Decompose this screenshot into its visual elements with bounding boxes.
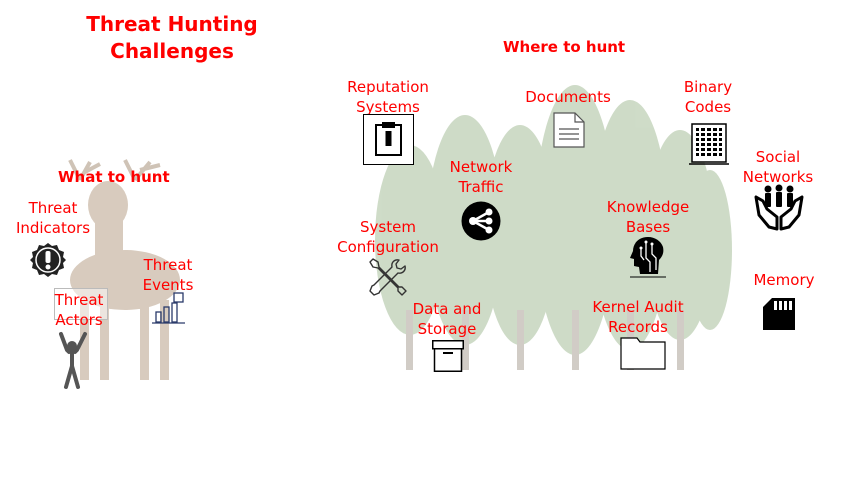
knowledge-bases-label: Knowledge Bases <box>606 198 690 236</box>
archive-box-icon <box>432 340 464 372</box>
deer-background <box>68 159 180 380</box>
clipboard-badge-icon <box>363 114 414 165</box>
network-traffic-label: Network Traffic <box>449 158 513 196</box>
threat-events-label: Threat Events <box>142 256 194 294</box>
exclamation-badge-icon <box>30 243 66 277</box>
memory-label: Memory <box>753 271 815 289</box>
head-circuit-icon <box>630 237 666 278</box>
document-icon <box>553 112 585 148</box>
page-title-line2: Challenges <box>110 39 234 63</box>
system-configuration-label: System Configuration <box>337 218 439 256</box>
threat-actors-frame <box>54 288 108 320</box>
documents-label: Documents <box>525 88 611 106</box>
data-and-storage-label: Data and Storage <box>412 300 482 338</box>
tools-icon <box>369 258 407 296</box>
social-networks-label: Social Networks <box>742 148 814 186</box>
binary-codes-label: Binary Codes <box>683 78 733 116</box>
page-title-line1: Threat Hunting <box>86 12 258 36</box>
threat-indicators-label: Threat Indicators <box>15 199 91 237</box>
folder-icon <box>620 337 666 370</box>
binary-code-icon <box>689 123 729 165</box>
hands-people-icon <box>754 184 804 231</box>
memory-card-icon <box>763 298 795 330</box>
where-to-hunt-heading: Where to hunt <box>503 38 626 56</box>
network-share-icon <box>461 201 501 241</box>
bar-chart-icon <box>152 292 185 324</box>
what-to-hunt-heading: What to hunt <box>58 168 170 186</box>
page-title: Threat Hunting Challenges <box>72 11 272 65</box>
forest-background <box>375 85 732 370</box>
stick-figure-icon <box>59 332 87 389</box>
kernel-audit-records-label: Kernel Audit Records <box>592 298 684 336</box>
threat-actors-label: Threat Actors <box>54 291 104 329</box>
reputation-systems-label: Reputation Systems <box>347 78 429 116</box>
